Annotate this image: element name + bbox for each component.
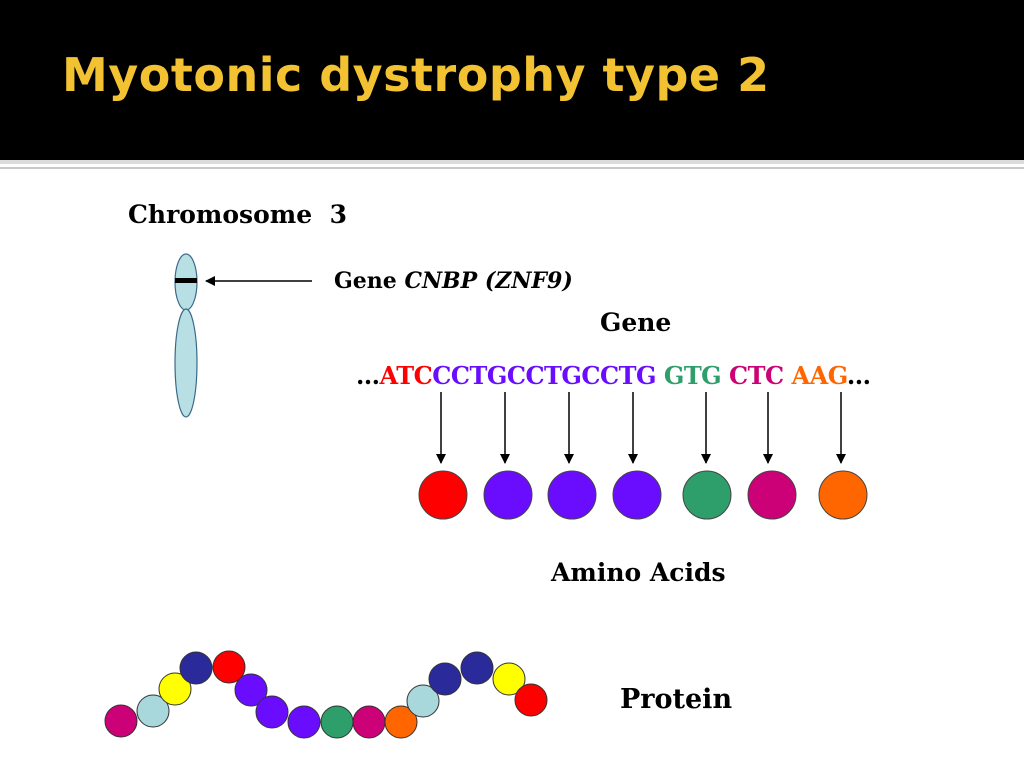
title-divider bbox=[0, 160, 1024, 164]
protein-bead bbox=[234, 673, 268, 707]
gene-name-label: Gene CNBP (ZNF9) bbox=[334, 270, 573, 292]
protein-bead bbox=[158, 672, 192, 706]
amino-acid-circle bbox=[418, 470, 468, 520]
protein-label: Protein bbox=[620, 684, 733, 715]
protein-bead bbox=[104, 704, 138, 738]
gene-sequence: …ATCCCTGCCTGCCTG GTG CTC AAG... bbox=[356, 361, 871, 390]
sequence-trail: ... bbox=[846, 361, 871, 390]
chromosome-label: Chromosome 3 bbox=[128, 200, 347, 229]
protein-bead bbox=[352, 705, 386, 739]
amino-acids-label: Amino Acids bbox=[551, 558, 726, 587]
protein-bead bbox=[287, 705, 321, 739]
amino-acid-row bbox=[418, 470, 868, 520]
translation-arrows bbox=[436, 392, 846, 464]
chromosome-icon bbox=[174, 253, 198, 418]
gene-name-prefix: Gene bbox=[334, 268, 405, 294]
codon: CCTG bbox=[506, 361, 582, 390]
codon: CTC bbox=[729, 361, 784, 390]
amino-acid-circle bbox=[483, 470, 533, 520]
protein-bead bbox=[384, 705, 418, 739]
title-divider-thin bbox=[0, 167, 1024, 169]
protein-bead bbox=[212, 650, 246, 684]
protein-bead bbox=[255, 695, 289, 729]
protein-bead bbox=[320, 705, 354, 739]
sequence-lead: … bbox=[356, 361, 380, 390]
amino-acid-circle bbox=[747, 470, 797, 520]
protein-bead bbox=[179, 651, 213, 685]
protein-bead bbox=[492, 662, 526, 696]
gene-heading: Gene bbox=[600, 308, 672, 337]
amino-acid-circle bbox=[818, 470, 868, 520]
codon: CCTG bbox=[581, 361, 656, 390]
codon: GTG bbox=[663, 361, 722, 390]
slide-title: Myotonic dystrophy type 2 bbox=[62, 48, 770, 102]
codon: AAG bbox=[791, 361, 847, 390]
protein-chain bbox=[104, 650, 548, 739]
title-bar: Myotonic dystrophy type 2 bbox=[0, 0, 1024, 160]
gene-symbol: CNBP (ZNF9) bbox=[404, 268, 573, 294]
amino-acid-circle bbox=[547, 470, 597, 520]
protein-bead bbox=[514, 683, 548, 717]
chromosome-long-arm bbox=[174, 308, 198, 418]
codon: ATC bbox=[379, 361, 433, 390]
protein-bead bbox=[460, 651, 494, 685]
protein-bead bbox=[136, 694, 170, 728]
amino-acid-circle bbox=[682, 470, 732, 520]
codon: CCTG bbox=[432, 361, 507, 390]
protein-bead bbox=[428, 662, 462, 696]
protein-bead bbox=[406, 684, 440, 718]
amino-acid-circle bbox=[612, 470, 662, 520]
gene-locus-band bbox=[175, 278, 197, 283]
